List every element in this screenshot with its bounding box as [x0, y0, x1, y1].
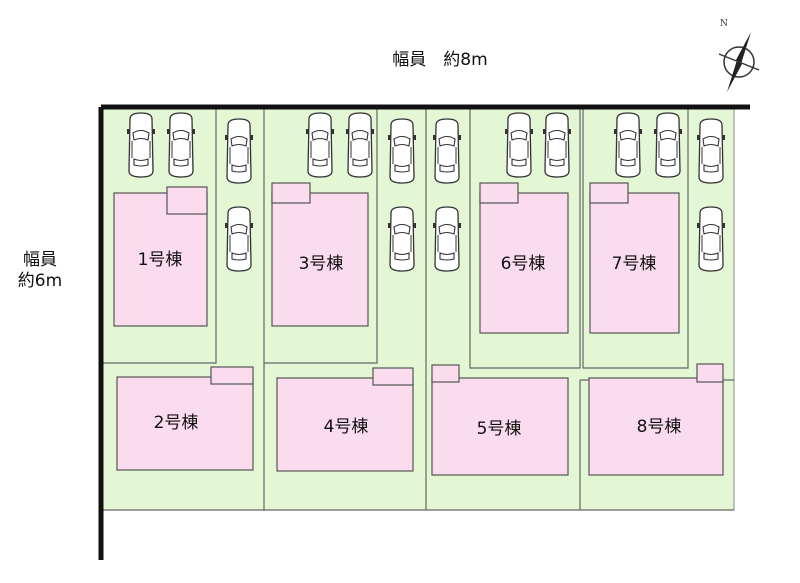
house-4 [276, 367, 414, 472]
car-icon [387, 206, 417, 272]
label-building-8: 8号棟 [637, 417, 682, 437]
car-icon [305, 112, 335, 178]
car-icon [432, 206, 462, 272]
car-icon [432, 118, 462, 184]
house-1 [113, 186, 208, 327]
car-icon [504, 112, 534, 178]
car-icon [345, 112, 375, 178]
west-road-label-line2: 約6m [17, 271, 63, 292]
west-road-label-line1: 幅員 [23, 250, 57, 270]
building-labels: 1号棟 3号棟 6号棟 7号棟 2号棟 4号棟 5号棟 8号棟 [138, 250, 682, 439]
car-icon [224, 206, 254, 272]
car-icon [696, 118, 726, 184]
label-building-4: 4号棟 [324, 417, 369, 437]
car-icon [166, 112, 196, 178]
house-2 [116, 366, 254, 471]
label-building-1: 1号棟 [138, 250, 183, 270]
car-icon [224, 118, 254, 184]
lot-3-boundary [263, 108, 378, 364]
car-icon [542, 112, 572, 178]
car-icon [653, 112, 683, 178]
car-icon [613, 112, 643, 178]
compass-icon: N [718, 19, 760, 92]
label-building-5: 5号棟 [477, 419, 522, 439]
label-building-2: 2号棟 [154, 413, 199, 433]
lot-6-boundary [469, 108, 581, 369]
house-3 [271, 182, 369, 327]
house-8 [588, 363, 724, 476]
lot-lines [101, 108, 734, 511]
north-road-label: 幅員 約8m [392, 50, 488, 70]
compass-north-label: N [720, 19, 728, 29]
lot-1-boundary [101, 108, 217, 364]
car-icon [387, 118, 417, 184]
label-building-6: 6号棟 [501, 254, 546, 274]
west-road-label: 幅員 約6m [4, 250, 76, 293]
label-building-7: 7号棟 [612, 254, 657, 274]
car-icon [126, 112, 156, 178]
house-6 [479, 182, 569, 334]
house-7 [589, 182, 680, 334]
house-5 [431, 364, 569, 476]
label-building-3: 3号棟 [299, 254, 344, 274]
houses [113, 182, 724, 476]
car-icon [696, 206, 726, 272]
lot-7-boundary [582, 108, 689, 369]
